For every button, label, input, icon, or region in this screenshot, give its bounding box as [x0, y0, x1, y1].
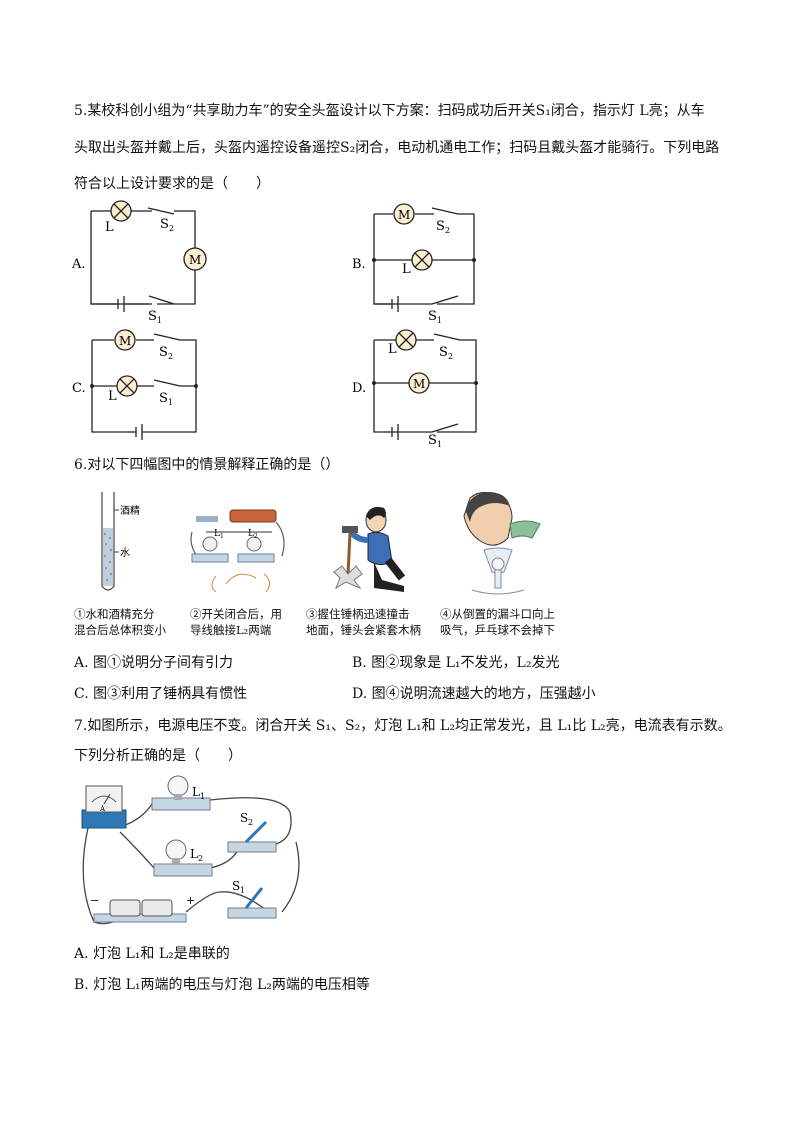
q6-figure-4 — [448, 488, 558, 598]
caption-3-line-1: ③握住锤柄迅速撞击 — [306, 607, 410, 621]
svg-text:2: 2 — [448, 352, 453, 361]
svg-text:1: 1 — [168, 398, 173, 407]
svg-text:2: 2 — [254, 533, 258, 540]
svg-text:S: S — [439, 345, 448, 360]
svg-text:L: L — [105, 220, 114, 235]
svg-text:M: M — [189, 253, 201, 267]
caption-4-line-1: ④从倒置的漏斗口向上 — [440, 607, 555, 621]
q7-option-a: A. 灯泡 L₁和 L₂是串联的 — [74, 946, 230, 962]
svg-text:L: L — [192, 785, 200, 799]
q6-option-c: C. 图③利用了锤柄具有惯性 — [74, 686, 248, 702]
q6-figure-3 — [312, 500, 416, 596]
q5-stem-line-2: 头取出头盔并戴上后，头盔内遥控设备遥控S₂闭合，电动机通电工作；扫码且戴头盔才能… — [74, 140, 720, 156]
svg-text:S: S — [160, 217, 169, 232]
funnel-ball-illustration — [463, 492, 541, 595]
motor-icon — [393, 203, 415, 225]
motor-icon — [183, 247, 207, 271]
svg-text:L: L — [190, 847, 198, 861]
svg-text:酒精: 酒精 — [120, 504, 140, 517]
option-a-label: A. — [71, 257, 86, 272]
svg-text:2: 2 — [445, 226, 450, 235]
option-b-label: B. — [352, 257, 366, 272]
svg-text:S: S — [148, 309, 157, 324]
caption-1-line-1: ①水和酒精充分 — [74, 607, 155, 621]
svg-text:L: L — [214, 529, 220, 539]
q6-option-b: B. 图②现象是 L₁不发光，L₂发光 — [352, 655, 560, 671]
svg-text:S: S — [436, 219, 445, 234]
svg-text:L: L — [402, 262, 411, 277]
caption-3-line-2: 地面，锤头会紧套木柄 — [306, 623, 421, 637]
svg-text:1: 1 — [220, 533, 224, 540]
svg-text:S: S — [159, 391, 168, 406]
option-c-label: C. — [72, 381, 86, 396]
svg-text:2: 2 — [248, 818, 253, 827]
caption-1-line-2: 混合后总体积变小 — [74, 623, 166, 637]
svg-text:M: M — [119, 334, 131, 348]
svg-text:1: 1 — [437, 440, 442, 448]
svg-text:S: S — [240, 811, 248, 825]
q6-option-a: A. 图①说明分子间有引力 — [74, 655, 234, 671]
q7-stem-line-1: 7.如图所示，电源电压不变。闭合开关 S₁、S₂，灯泡 L₁和 L₂均正常发光，… — [74, 718, 732, 734]
q6-figure-1: 酒精 水 — [96, 488, 156, 598]
svg-text:2: 2 — [169, 224, 174, 233]
q7-option-b: B. 灯泡 L₁两端的电压与灯泡 L₂两端的电压相等 — [74, 977, 370, 993]
test-tube-illustration: 酒精 水 — [101, 492, 140, 591]
caption-4-line-2: 吸气，乒乓球不会掉下 — [440, 623, 555, 637]
hammer-man-illustration — [333, 507, 406, 592]
option-d-label: D. — [352, 381, 366, 396]
svg-text:1: 1 — [157, 316, 162, 324]
q7-stem-line-2: 下列分析正确的是（ ） — [74, 748, 242, 764]
svg-text:S: S — [428, 433, 437, 448]
svg-text:L: L — [108, 389, 117, 404]
svg-text:2: 2 — [198, 854, 203, 863]
svg-text:水: 水 — [120, 547, 130, 559]
caption-2-line-1: ②开关闭合后，用 — [190, 607, 282, 621]
svg-text:1: 1 — [437, 316, 442, 324]
svg-text:+: + — [186, 894, 195, 907]
svg-text:L: L — [248, 529, 254, 539]
q6-stem: 6.对以下四幅图中的情景解释正确的是（） — [74, 457, 340, 473]
svg-text:M: M — [413, 377, 425, 391]
motor-icon — [114, 329, 136, 351]
svg-text:L: L — [388, 342, 397, 357]
caption-2-line-2: 导线触接L₂两端 — [190, 623, 272, 637]
q5-stem-line-3: 符合以上设计要求的是（ ） — [74, 176, 270, 192]
svg-text:M: M — [398, 208, 410, 222]
svg-text:S: S — [159, 345, 168, 360]
q5-stem-line-1: 5.某校科创小组为“共享助力车”的安全头盔设计以下方案：扫码成功后开关S₁闭合，… — [74, 103, 705, 119]
svg-text:1: 1 — [200, 792, 205, 801]
motor-icon — [408, 372, 430, 394]
svg-text:1: 1 — [240, 886, 245, 895]
svg-text:S: S — [428, 309, 437, 324]
svg-text:A: A — [99, 805, 106, 813]
svg-text:−: − — [90, 894, 99, 907]
svg-text:2: 2 — [168, 352, 173, 361]
q6-option-d: D. 图④说明流速越大的地方，压强越小 — [352, 686, 596, 702]
svg-text:S: S — [232, 879, 240, 893]
